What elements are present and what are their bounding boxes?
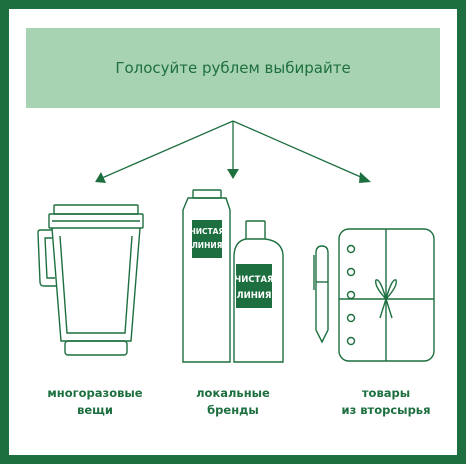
arrow-center-head <box>227 169 239 179</box>
caption-reusable: многоразовые вещи <box>25 385 165 419</box>
banner-title: Голосуйте рублем выбирайте <box>115 59 351 77</box>
caption-recycled: товары из вторсырья <box>316 385 456 419</box>
arrow-left-head <box>95 172 106 183</box>
brand-label-2-line1: ЧИСТАЯ <box>234 275 273 285</box>
caption-recycled-line1: товары <box>361 386 411 400</box>
arrow-right-head <box>359 172 371 183</box>
caption-reusable-line2: вещи <box>77 403 113 417</box>
caption-local-brands-line2: бренды <box>207 403 259 417</box>
reusable-tumbler-icon <box>37 204 144 356</box>
slogan-banner: Голосуйте рублем выбирайте <box>26 28 440 108</box>
caption-local-brands: локальные бренды <box>163 385 303 419</box>
brand-label-1-line2: ЛИНИЯ <box>192 241 223 250</box>
brand-label-2-line2: ЛИНИЯ <box>237 291 272 301</box>
arrow-right-line <box>232 120 364 179</box>
caption-reusable-line1: многоразовые <box>47 386 143 400</box>
local-brand-bottles-icon: ЧИСТАЯ ЛИНИЯ ЧИСТАЯ ЛИНИЯ <box>182 189 284 363</box>
caption-recycled-line2: из вторсырья <box>341 403 431 417</box>
brand-label-1-line1: ЧИСТАЯ <box>190 227 225 236</box>
arrow-left-line <box>101 120 234 179</box>
recycled-notebook-icon <box>313 228 435 362</box>
caption-local-brands-line1: локальные <box>196 386 270 400</box>
arrows <box>101 120 364 179</box>
